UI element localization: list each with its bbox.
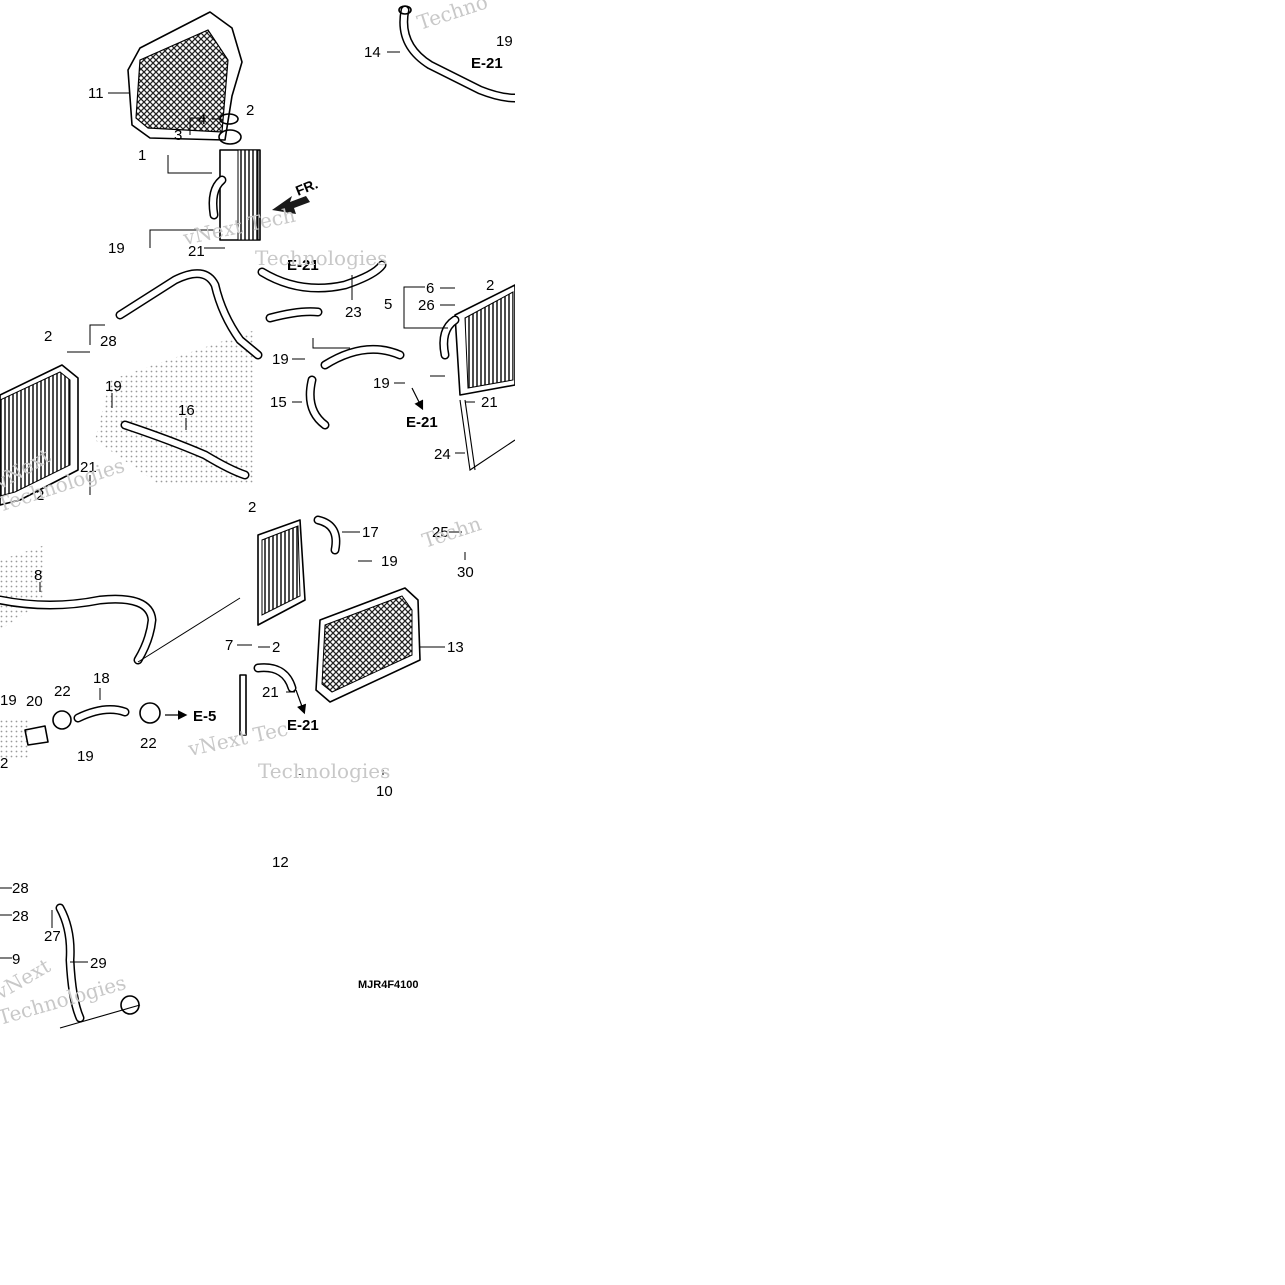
watermark: Technologies (258, 759, 390, 783)
hose-8 (0, 594, 157, 665)
part-label-28: 28 (12, 880, 29, 897)
part-label-2: 2 (44, 328, 52, 345)
part-label-11: 11 (88, 85, 104, 102)
coolant-reservoir (208, 113, 261, 241)
part-label-2: 2 (248, 499, 256, 516)
fr-direction-arrow: FR. (272, 175, 320, 214)
radiator-cover-upper (127, 11, 243, 141)
part-label-19: 19 (381, 553, 398, 570)
hose-17 (313, 515, 341, 555)
part-label-12: 12 (272, 854, 289, 871)
hose-18 (52, 702, 161, 730)
part-label-22: 22 (140, 735, 157, 752)
part-label-14: 14 (364, 44, 381, 61)
shaded-region-3 (95, 330, 255, 485)
part-label-25: 25 (432, 524, 449, 541)
part-label-7: 7 (225, 637, 233, 654)
part-label-13: 13 (447, 639, 464, 656)
part-label-2: 2 (36, 487, 44, 504)
leader-lines (0, 51, 475, 963)
part-label-2: 2 (486, 277, 494, 294)
hose-29 (55, 903, 141, 1029)
part-label-21: 21 (481, 394, 498, 411)
left-radiator-lower (257, 519, 306, 626)
watermark: Technologies (255, 246, 387, 270)
part-label-1: 1 (138, 147, 146, 164)
hose-16 (120, 420, 250, 480)
part-label-27: 27 (44, 928, 61, 945)
part-label-10: 10 (376, 783, 393, 800)
part-label-23: 23 (345, 304, 362, 321)
part-label-17: 17 (362, 524, 379, 541)
part-label-26: 26 (418, 297, 435, 314)
part-label-21: 21 (188, 243, 205, 260)
part-label-15: 15 (270, 394, 287, 411)
radiator-cover-13 (315, 587, 421, 703)
part-label-19: 19 (373, 375, 390, 392)
ref-e21-top: E-21 (471, 55, 503, 72)
hose-long-upper (115, 269, 263, 360)
part-label-2: 2 (272, 639, 280, 656)
ref-e21-mid-left: E-21 (287, 257, 319, 274)
right-radiator-upper (439, 284, 516, 396)
part-label-3: 3 (174, 127, 182, 144)
part-label-2: 2 (246, 102, 254, 119)
hose-23 (257, 260, 387, 323)
part-label-19: 19 (496, 33, 513, 50)
part-label-2: 2 (0, 755, 8, 772)
part-label-20: 20 (26, 693, 43, 710)
part-label-24: 24 (434, 446, 451, 463)
ref-arrows (165, 387, 424, 720)
pipe-24 (459, 399, 516, 471)
part-label-19: 19 (0, 692, 17, 709)
part-label-4: 4 (198, 111, 206, 128)
hose-15 (305, 344, 405, 430)
bolt-7 (239, 663, 297, 736)
part-label-21: 21 (262, 684, 279, 701)
part-label-21: 21 (80, 459, 97, 476)
ref-e21-mid: E-21 (406, 414, 438, 431)
part-label-5: 5 (384, 296, 392, 313)
part-label-6: 6 (426, 280, 434, 297)
part-label-30: 30 (457, 564, 474, 581)
ref-e5: E-5 (193, 708, 216, 725)
watermark: Techno (414, 0, 491, 35)
part-label-22: 22 (54, 683, 71, 700)
fr-label: FR. (293, 175, 320, 198)
shaded-region-5 (0, 545, 45, 760)
part-label-9: 9 (12, 951, 20, 968)
part-label-8: 8 (34, 567, 42, 584)
watermark: Techn (419, 511, 484, 553)
part-label-18: 18 (93, 670, 110, 687)
ref-e21-lower: E-21 (287, 717, 319, 734)
part-label-19: 19 (77, 748, 94, 765)
part-label-29: 29 (90, 955, 107, 972)
part-callouts: 11 2 3 4 1 14 19 19 21 2 28 19 16 21 2 2… (0, 33, 513, 972)
hose-14 (398, 5, 520, 103)
part-label-16: 16 (178, 402, 195, 419)
left-radiator (0, 364, 79, 506)
part-label-19: 19 (272, 351, 289, 368)
diagram-code: MJR4F4100 (358, 979, 419, 991)
part-label-28: 28 (100, 333, 117, 350)
part-label-28: 28 (12, 908, 29, 925)
thermostat-20 (24, 725, 49, 746)
part-label-19: 19 (105, 378, 122, 395)
part-label-19: 19 (108, 240, 125, 257)
reference-callouts: E-21 E-21 E-21 E-21 E-5 (193, 55, 503, 734)
